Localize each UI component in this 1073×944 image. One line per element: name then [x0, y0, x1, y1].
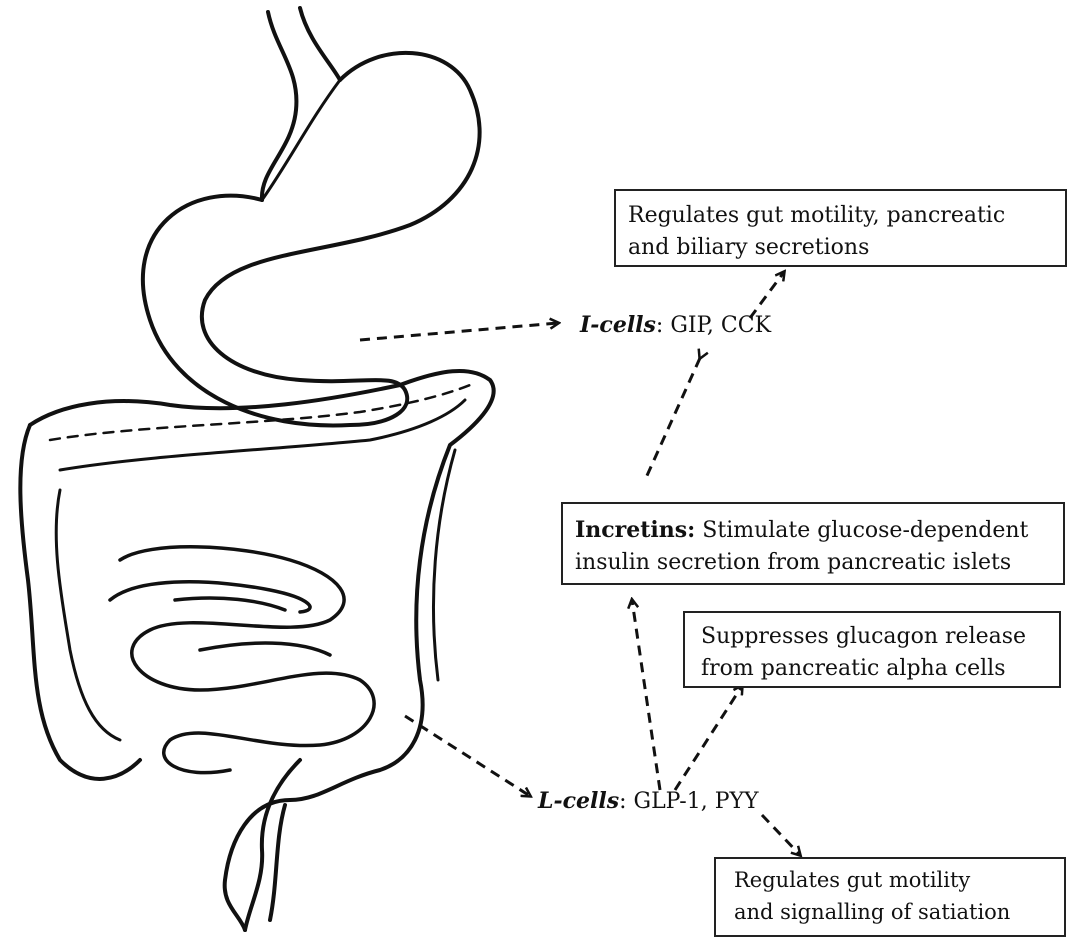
satiation-line2: and signalling of satiation [734, 896, 1046, 928]
incretins-title: Incretins: [575, 517, 695, 543]
rectum [245, 760, 300, 930]
incretins-line2: insulin secretion from pancreatic islets [575, 547, 1051, 579]
glucagon-line1: Suppresses glucagon release [701, 621, 1043, 653]
l-cells-label: L-cells: GLP-1, PYY [538, 788, 759, 814]
i-cells-hormones: : GIP, CCK [656, 313, 771, 338]
small-intestine [110, 547, 374, 773]
arrow-l-cells-to-satiation [762, 815, 800, 855]
motility-secretions-line2: and biliary secretions [628, 232, 1053, 264]
incretins-line1: Stimulate glucose-dependent [695, 518, 1028, 543]
digestive-tract-icon [20, 8, 493, 930]
incretins-box: Incretins: Stimulate glucose-dependent i… [561, 502, 1065, 585]
arrow-colon-to-l-cells [405, 716, 530, 796]
motility-secretions-line1: Regulates gut motility, pancreatic [628, 200, 1053, 232]
i-cells-label: I-cells: GIP, CCK [580, 312, 771, 338]
arrow-stomach-to-i-cells [360, 323, 558, 340]
arrow-l-cells-to-glucagon [675, 686, 742, 790]
i-cells-name: I-cells [580, 312, 656, 338]
glucagon-box: Suppresses glucagon release from pancrea… [683, 611, 1061, 688]
glucagon-line2: from pancreatic alpha cells [701, 653, 1043, 685]
satiation-line1: Regulates gut motility [734, 864, 1046, 896]
l-cells-hormones: : GLP-1, PYY [619, 789, 758, 814]
arrow-i-cells-incretins [645, 358, 700, 480]
l-cells-name: L-cells [538, 788, 619, 814]
satiation-box: Regulates gut motility and signalling of… [714, 857, 1066, 937]
colon-inner-left [56, 490, 120, 740]
stomach [143, 53, 480, 426]
motility-secretions-box: Regulates gut motility, pancreatic and b… [614, 189, 1067, 267]
esophagus-inner [300, 8, 340, 80]
stomach-inner [262, 80, 340, 200]
arrow-l-cells-to-incretins [632, 600, 660, 790]
colon-outer-left [20, 425, 140, 779]
